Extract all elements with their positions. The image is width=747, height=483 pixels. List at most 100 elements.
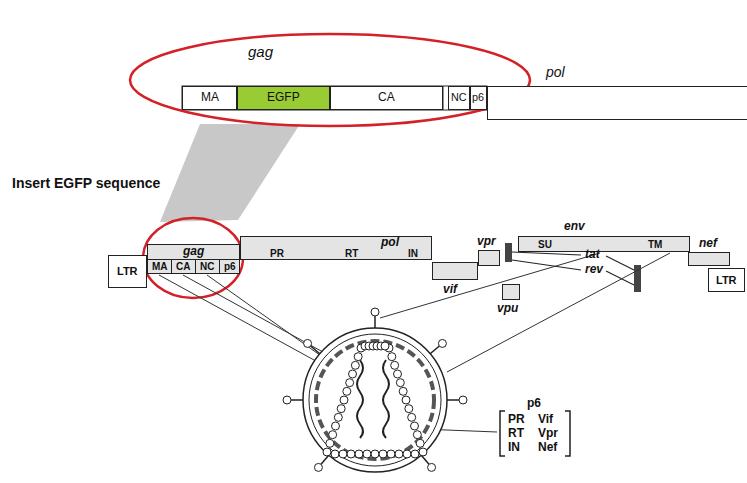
leader-line [159,275,314,360]
gene-label: nef [699,237,717,250]
gene-label: gag [183,245,204,258]
capsid-subunit [363,450,371,458]
capsid-subunit [340,396,348,404]
gene-label: vif [443,283,457,296]
spike-knob [314,463,322,471]
gene-box: vpr [478,250,500,266]
protein-name: Vpr [538,427,558,440]
gene-label: p6 [472,92,484,104]
protein-name: Nef [538,441,557,454]
capsid-subunit [349,370,357,378]
gene-label: NC [451,92,467,104]
capsid-subunit [354,353,362,361]
gene-segment: RT [337,247,367,259]
capsid-subunit [343,387,351,395]
protein-name: PR [508,413,525,426]
capsid-subunit [411,422,419,430]
gene-label: NC [200,261,214,272]
capsid-subunit [388,353,396,361]
gene-segment: SU [530,237,560,251]
gene-label: vpu [497,302,518,315]
gene-segment: MA [182,86,237,110]
capsid-subunit [413,431,421,439]
gene-box: pol [487,86,747,120]
capsid-subunit [323,448,331,456]
spike-stalk [311,346,320,354]
egfp-insert: EGFP [237,86,330,110]
capsid-subunit [405,405,413,413]
gene-label: pol [381,236,399,249]
gene-segment: PR [262,247,292,259]
gene-box: nef [688,252,730,266]
splice-line [606,271,634,285]
gene-label: pol [546,65,565,80]
gene-label: vpr [477,235,496,248]
gene-label: IN [408,248,418,259]
splice-line [512,252,581,255]
gene-box: polPR RT IN [240,236,432,260]
capsid-subunit [419,448,427,456]
capsid-subunit [347,450,355,458]
gene-label: RT [345,248,358,259]
gene-box: vpu [502,284,520,300]
gene-label: CA [378,91,395,104]
gene-segment: p6 [470,86,487,110]
rna [357,360,363,438]
protein-name: p6 [527,397,541,410]
gag-bar-outline [182,86,487,110]
capsid-subunit [329,431,337,439]
spike-stalk [447,399,459,401]
gene-box: envSUTM [518,236,690,252]
gene-label: p6 [224,261,236,272]
gene-label: CA [176,261,190,272]
gene-segment: NC [448,86,470,110]
spike-stalk [430,346,439,354]
capsid-subunit [391,361,399,369]
capsid-subunit [402,396,410,404]
capsid-subunit [334,413,342,421]
gene-label: env [564,220,585,233]
capsid-subunit [346,379,354,387]
spike-stalk [321,455,329,464]
gene-label: LTR [716,274,737,286]
capsid-subunit [331,450,339,458]
capsid-subunit [337,405,345,413]
spike-knob [371,308,379,316]
gene-segment: NC [195,259,220,274]
capsid-subunit [371,450,379,458]
capsid-subunit [339,450,347,458]
spike-stalk [291,399,303,401]
capsid-subunit [399,387,407,395]
capsid-subunit [411,450,419,458]
matrix-layer [316,341,434,459]
gene-label: SU [538,239,552,250]
protein-name: Vif [538,413,553,426]
gene-segment: MA [147,259,172,274]
protein-name: IN [508,441,520,454]
spike-knob [459,396,467,404]
capsid-subunit [396,379,404,387]
ltr-box: LTR [708,268,745,292]
envelope [303,328,447,472]
gene-segment: IN [398,247,428,259]
highlight-ellipse [130,34,530,126]
capsid-subunit [387,450,395,458]
exon-bar [505,243,512,262]
spike-stalk [421,455,429,464]
spike-knob [428,463,436,471]
gene-label: EGFP [267,91,300,104]
gene-label: TM [648,239,662,250]
capsid-subunit [394,370,402,378]
spike-knob [283,396,291,404]
capsid-subunit [395,450,403,458]
gene-label: MA [152,261,168,272]
capsid-subunit [408,413,416,421]
gene-segment: CA [330,86,443,110]
caption-note: Insert EGFP sequence [12,176,160,191]
highlight-ellipse [143,218,243,298]
ltr-box: LTR [108,255,147,288]
protein-name: RT [508,427,524,440]
gene-label: PR [270,248,284,259]
capsid-subunit [403,450,411,458]
capsid-subunit [379,450,387,458]
